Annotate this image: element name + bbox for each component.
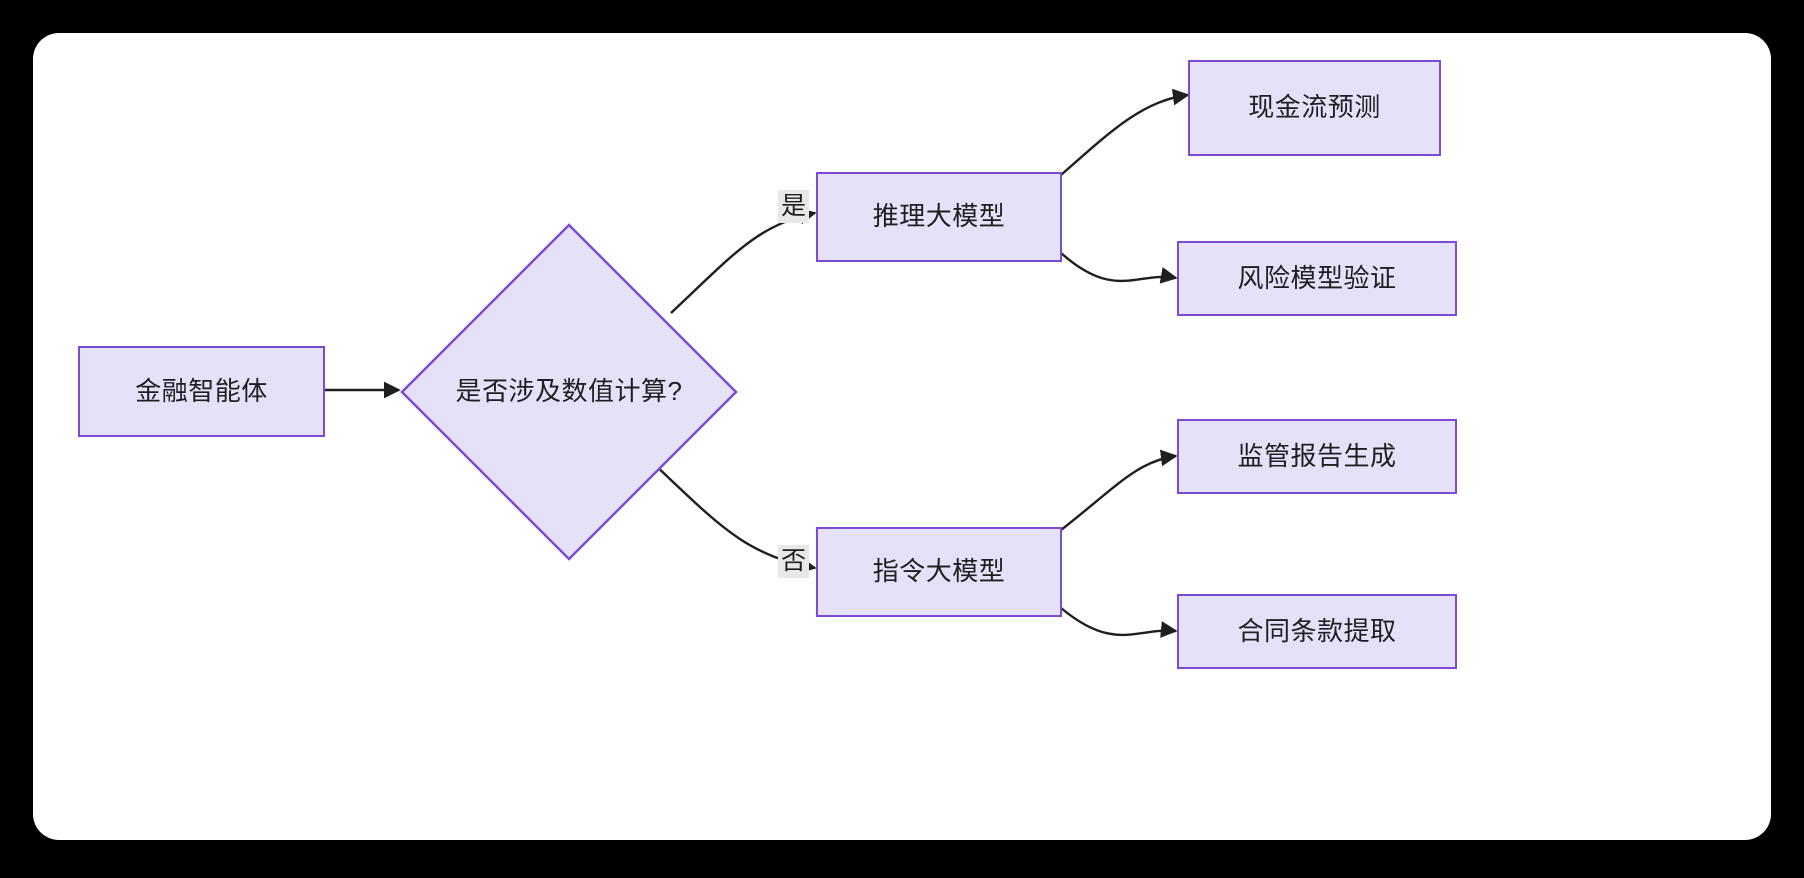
diagram-card: 金融智能体 是否涉及数值计算? 推理大模型 指令大模型 现金流预测 风险模型验证…: [33, 33, 1771, 840]
node-start[interactable]: 金融智能体: [78, 346, 325, 437]
edge-reason-to-cashflow: [1060, 88, 1190, 176]
node-decision-label: 是否涉及数值计算?: [455, 376, 683, 407]
node-report[interactable]: 监管报告生成: [1177, 419, 1457, 494]
node-cashflow[interactable]: 现金流预测: [1188, 60, 1441, 156]
node-risk-label: 风险模型验证: [1237, 262, 1397, 293]
edge-label-yes: 是: [778, 190, 810, 224]
node-contract[interactable]: 合同条款提取: [1177, 594, 1457, 669]
node-decision[interactable]: 是否涉及数值计算?: [399, 222, 739, 562]
edge-instruct-to-report: [1060, 449, 1178, 531]
edge-label-no: 否: [778, 545, 810, 579]
node-instruct[interactable]: 指令大模型: [816, 527, 1062, 617]
node-start-label: 金融智能体: [135, 375, 268, 406]
edge-reason-to-risk: [1060, 252, 1178, 284]
diamond-shape: [400, 223, 738, 561]
node-contract-label: 合同条款提取: [1237, 615, 1397, 646]
node-cashflow-label: 现金流预测: [1248, 92, 1381, 123]
node-instruct-label: 指令大模型: [872, 556, 1006, 587]
node-reason-label: 推理大模型: [872, 201, 1006, 232]
node-reason[interactable]: 推理大模型: [816, 172, 1062, 262]
node-report-label: 监管报告生成: [1237, 440, 1397, 471]
node-risk[interactable]: 风险模型验证: [1177, 241, 1457, 316]
edge-instruct-to-contract: [1060, 607, 1178, 638]
